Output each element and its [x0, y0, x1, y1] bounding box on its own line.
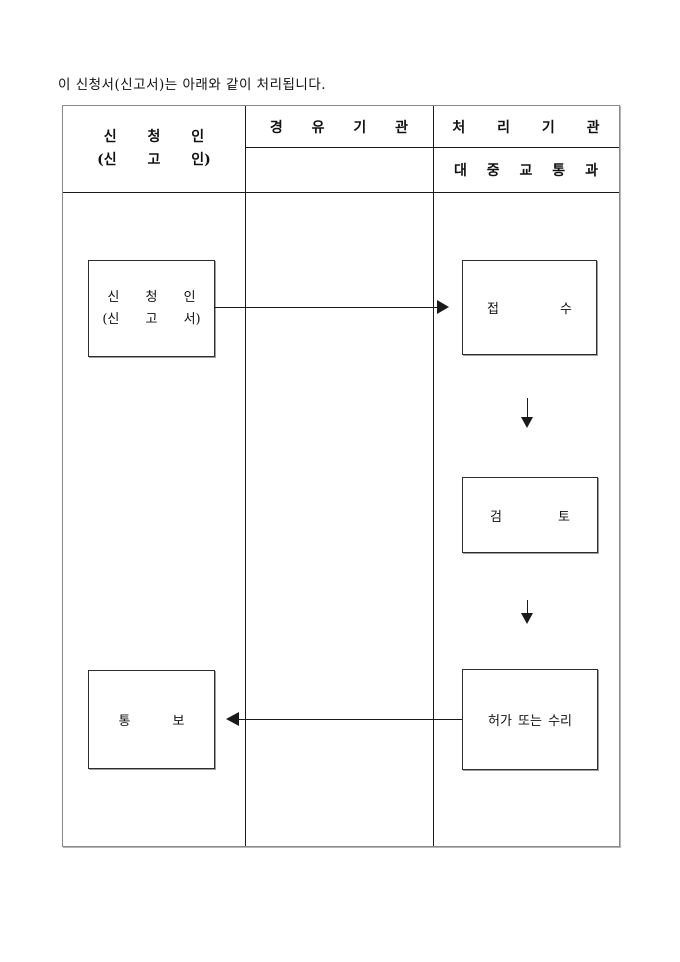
header-row-divider	[245, 147, 619, 148]
applicant-header-cell: 신 청 인 (신 고 인)	[63, 106, 245, 192]
arrowhead-down-icon	[521, 417, 533, 428]
processing-agency-header-cell: 처 리 기 관	[452, 119, 600, 136]
receipt-box-label: 접 수	[486, 302, 573, 317]
arrowhead-down-icon	[521, 613, 533, 624]
applicant-header-line1: 신 청 인	[103, 129, 205, 145]
applicant-box-line1: 신 청 인	[107, 289, 196, 305]
applicant-box-line2: (신 고 서)	[102, 311, 201, 327]
arrow-line	[527, 398, 528, 417]
approval-box-label: 허가 또는 수리	[487, 714, 573, 729]
intro-text: 이 신청서(신고서)는 아래와 같이 처리됩니다.	[58, 77, 327, 93]
arrow-line	[239, 719, 462, 720]
notification-box: 통 보	[88, 670, 215, 769]
header-bottom-divider	[63, 192, 619, 193]
notification-box-label: 통 보	[118, 714, 185, 729]
arrow-line	[214, 307, 438, 308]
receipt-box: 접 수	[462, 260, 597, 355]
arrow-line	[527, 600, 528, 613]
arrowhead-left-icon	[226, 712, 239, 726]
arrowhead-right-icon	[437, 300, 449, 314]
via-agency-header-cell: 경 유 기 관	[269, 119, 409, 136]
applicant-box: 신 청 인 (신 고 서)	[88, 260, 215, 357]
column-divider-1	[245, 106, 246, 846]
applicant-header-line2: (신 고 인)	[97, 152, 211, 168]
column-divider-2	[433, 106, 434, 846]
review-box: 검 토	[462, 477, 598, 553]
review-box-label: 검 토	[489, 509, 571, 525]
approval-box: 허가 또는 수리	[462, 669, 598, 770]
processing-department-header-cell: 대 중 교 통 과	[454, 162, 598, 179]
